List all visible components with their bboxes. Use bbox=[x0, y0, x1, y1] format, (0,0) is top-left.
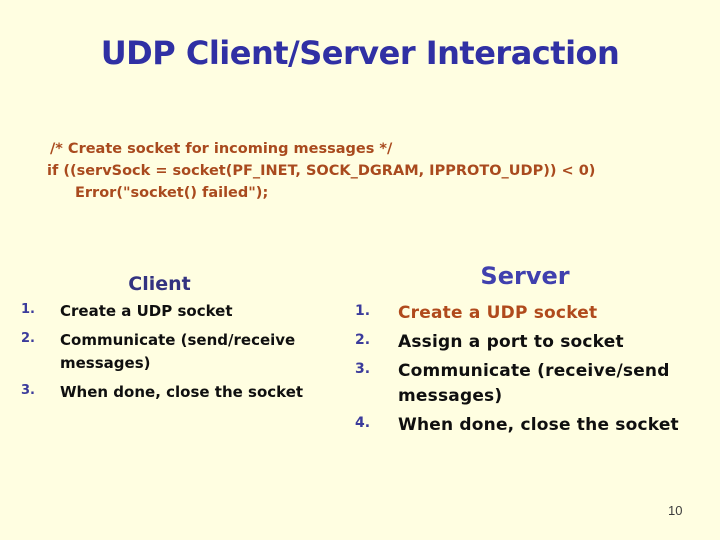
list-item: 2. Assign a port to socket bbox=[352, 330, 712, 355]
server-step-list: 1. Create a UDP socket 2. Assign a port … bbox=[352, 301, 712, 442]
list-item-text: Create a UDP socket bbox=[60, 302, 233, 320]
code-line-error: Error("socket() failed"); bbox=[75, 185, 269, 201]
list-item: 1. Create a UDP socket bbox=[21, 300, 331, 324]
code-block: /* Create socket for incoming messages *… bbox=[47, 138, 595, 204]
list-item-number: 3. bbox=[355, 361, 371, 377]
list-item-number: 2. bbox=[21, 330, 35, 346]
client-step-list: 1. Create a UDP socket 2. Communicate (s… bbox=[21, 300, 331, 409]
client-column-heading: Client bbox=[128, 273, 191, 295]
list-item: 4. When done, close the socket bbox=[352, 413, 712, 438]
list-item: 3. Communicate (receive/send messages) bbox=[352, 359, 712, 409]
list-item: 1. Create a UDP socket bbox=[352, 301, 712, 326]
list-item-text-highlighted: Create a UDP socket bbox=[398, 303, 598, 323]
list-item-number: 4. bbox=[355, 415, 371, 431]
slide-title: UDP Client/Server Interaction bbox=[100, 34, 620, 72]
list-item-text: Communicate (receive/send messages) bbox=[398, 361, 670, 406]
slide-page-number: 10 bbox=[668, 503, 683, 518]
list-item-number: 1. bbox=[355, 303, 371, 319]
list-item: 2. Communicate (send/receive messages) bbox=[21, 329, 331, 376]
list-item-number: 2. bbox=[355, 332, 371, 348]
list-item-text: When done, close the socket bbox=[60, 382, 304, 401]
code-line-if: if ((servSock = socket(PF_INET, SOCK_DGR… bbox=[47, 163, 596, 179]
list-item-number: 1. bbox=[21, 302, 35, 317]
list-item-text: Assign a port to socket bbox=[398, 332, 624, 352]
list-item-text: Communicate (send/receive messages) bbox=[60, 330, 296, 373]
code-line-comment: /* Create socket for incoming messages *… bbox=[50, 141, 393, 157]
list-item-text: When done, close the socket bbox=[398, 415, 679, 435]
server-column-heading: Server bbox=[480, 262, 570, 290]
list-item-number: 3. bbox=[21, 382, 35, 398]
list-item: 3. When done, close the socket bbox=[21, 381, 331, 405]
